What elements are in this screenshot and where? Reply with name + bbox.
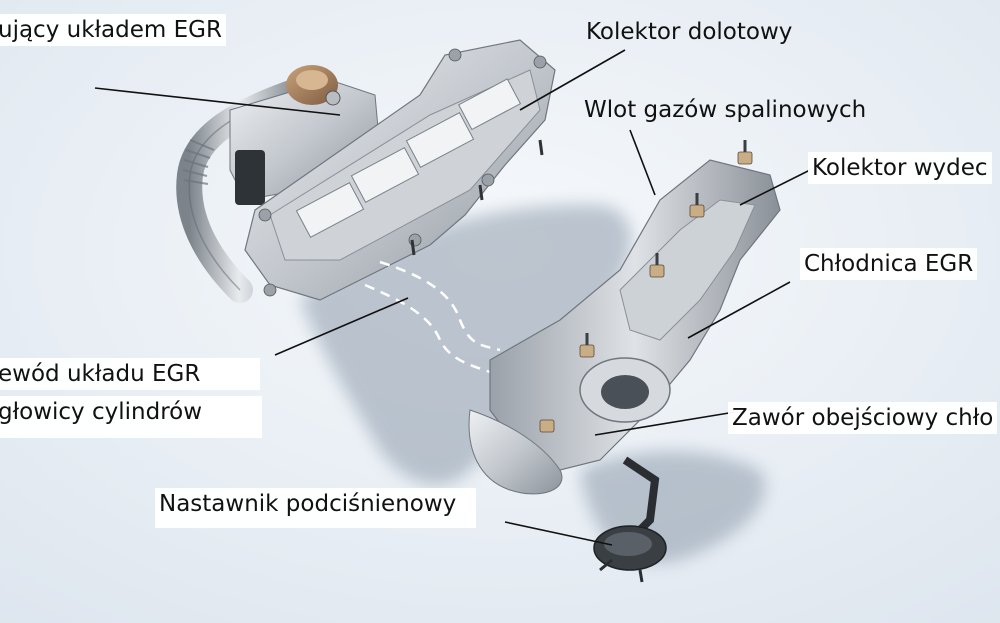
label-intake-manifold: Kolektor dolotowy (586, 19, 793, 45)
leader-egr-duct (274, 297, 409, 356)
leader-lines (94, 49, 811, 546)
leader-egr-valve (94, 87, 341, 116)
egr-valve (229, 65, 381, 205)
exhaust-manifold (468, 159, 781, 495)
leader-exhaust-manifold (739, 169, 811, 206)
label-egr-valve: ujący układem EGR (0, 14, 226, 46)
intake-manifold (244, 39, 556, 301)
leader-exhaust-inlet (629, 129, 656, 196)
leader-egr-cooler (687, 281, 791, 339)
label-egr-duct-line1: ewód układu EGR (0, 358, 261, 390)
egr-duct-dashed (364, 260, 501, 374)
leader-bypass-valve (594, 411, 736, 436)
label-bypass-valve: Zawór obejściowy chło (728, 402, 998, 434)
exhaust-studs (539, 140, 753, 433)
leader-intake-manifold (519, 49, 626, 111)
label-egr-duct-line2: głowicy cylindrów (0, 396, 263, 438)
leader-vacuum-actuator (504, 521, 613, 546)
label-egr-cooler: Chłodnica EGR (800, 248, 978, 280)
label-exhaust-inlet: Wlot gazów spalinowych (584, 97, 867, 123)
label-exhaust-manifold: Kolektor wydec (808, 152, 992, 184)
label-vacuum-actuator: Nastawnik podciśnienowy (155, 488, 477, 528)
vacuum-actuator (593, 456, 667, 583)
